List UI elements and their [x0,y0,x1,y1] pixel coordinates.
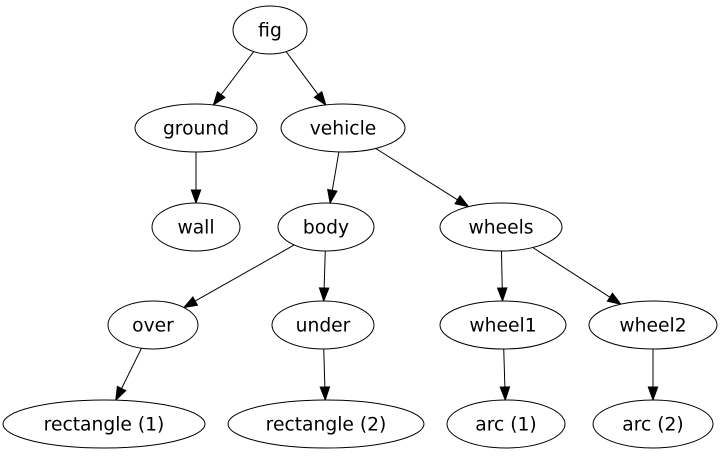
edge-wheel1-arc1 [499,348,511,402]
edge-ground-wall [190,152,202,205]
arrowhead-icon [182,296,199,309]
arrowhead-icon [313,90,327,107]
node-under: under [271,300,375,350]
edge-fig-vehicle [285,51,327,107]
node-label: over [132,316,174,337]
node-ellipse [232,5,308,55]
edge-fig-ground [212,51,255,107]
node-ellipse [277,202,375,252]
edge-line [500,250,503,289]
node-ellipse [107,300,199,350]
edge-line [285,51,319,95]
arrowhead-icon [454,194,470,208]
node-arc2: arc (2) [592,399,714,449]
node-label: wheel2 [619,316,686,337]
node-ellipse [134,103,258,153]
edge-line [532,247,611,298]
node-wheel1: wheel1 [439,300,567,350]
edge-line [375,147,458,201]
node-ground: ground [134,103,258,153]
node-rectangle1: rectangle (1) [2,399,206,449]
node-ellipse [280,103,406,153]
node-ellipse [439,300,567,350]
node-wheel2: wheel2 [588,300,718,350]
node-label: body [303,218,349,239]
edge-vehicle-body [327,151,340,205]
node-label: ground [163,119,229,140]
edge-line [503,348,506,388]
arrowhead-icon [496,287,508,303]
edge-line [220,51,255,95]
node-vehicle: vehicle [280,103,406,153]
edge-body-over [182,244,295,309]
node-ellipse [588,300,718,350]
node-ellipse [2,399,206,449]
edge-line [323,250,326,289]
arrowhead-icon [115,385,127,402]
node-wall: wall [151,202,241,252]
node-ellipse [151,202,241,252]
node-label: arc (1) [475,415,536,436]
node-label: rectangle (2) [266,415,387,436]
arrowhead-icon [319,386,331,402]
node-ellipse [446,399,566,449]
edge-under-rectangle2 [319,348,331,402]
node-label: fig [258,21,282,42]
node-rectangle2: rectangle (2) [227,399,425,449]
edge-line [331,151,340,191]
node-label: wall [177,218,214,239]
node-ellipse [592,399,714,449]
node-over: over [107,300,199,350]
arrowhead-icon [606,292,623,306]
node-ellipse [227,399,425,449]
edge-line [194,244,295,302]
arrowhead-icon [647,386,659,402]
arrowhead-icon [212,90,226,107]
edge-line [121,347,142,389]
node-label: wheel1 [469,316,536,337]
edge-wheels-wheel2 [532,247,623,306]
node-label: under [296,316,351,337]
edge-wheels-wheel1 [496,250,508,303]
arrowhead-icon [190,189,202,205]
edge-vehicle-wheels [375,147,470,208]
node-arc1: arc (1) [446,399,566,449]
edge-wheel2-arc2 [647,349,659,402]
edge-over-rectangle1 [115,347,142,402]
node-label: wheels [468,218,533,239]
edge-line [323,348,326,388]
node-fig: fig [232,5,308,55]
node-wheels: wheels [439,202,563,252]
node-label: arc (2) [622,415,683,436]
arrowhead-icon [499,386,511,402]
node-label: vehicle [310,119,377,140]
node-ellipse [439,202,563,252]
arrowhead-icon [318,287,330,303]
node-body: body [277,202,375,252]
node-ellipse [271,300,375,350]
edge-body-under [318,250,330,303]
node-label: rectangle (1) [44,415,165,436]
arrowhead-icon [327,188,338,205]
